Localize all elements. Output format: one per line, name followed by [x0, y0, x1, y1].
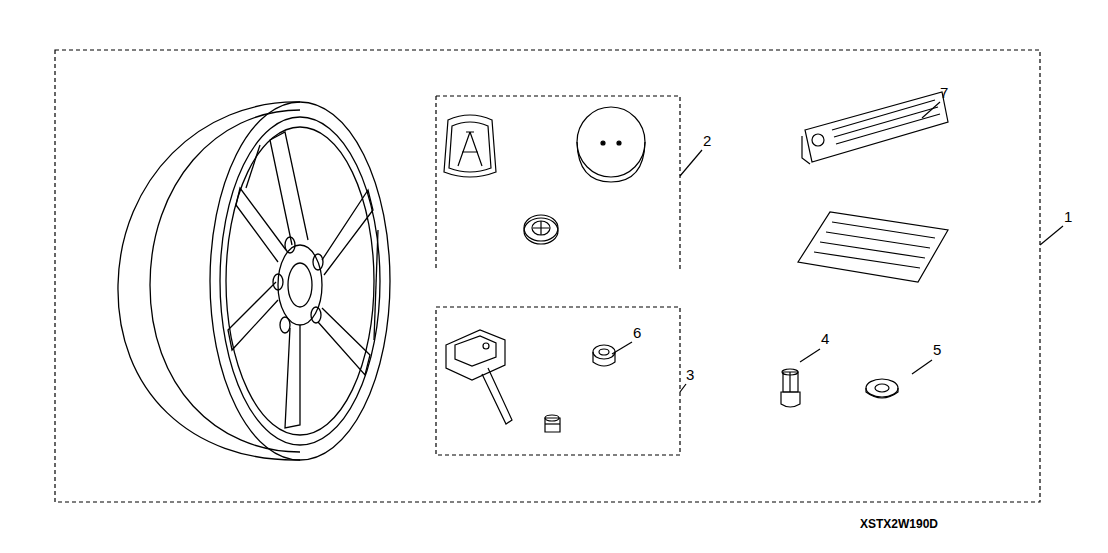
- callout-number: 5: [933, 342, 941, 357]
- callout-number: 7: [940, 85, 948, 100]
- center-cap: [577, 107, 645, 182]
- lug-nut: [781, 369, 800, 407]
- group-border: [436, 307, 680, 455]
- group-border: [436, 96, 680, 270]
- washer: [866, 379, 898, 398]
- figure-code: XSTX2W190D: [860, 518, 938, 530]
- callout-number: 6: [633, 325, 641, 340]
- leader-line: [680, 150, 702, 176]
- leader-line: [912, 360, 932, 374]
- valve-nut: [545, 415, 560, 432]
- leader-line: [800, 349, 820, 362]
- callout-number: 1: [1064, 209, 1072, 224]
- grommet: [593, 345, 615, 366]
- leader-line: [1040, 226, 1063, 245]
- emblem: [444, 115, 496, 177]
- callout-number: 3: [686, 367, 694, 382]
- tpms-sensor: [446, 330, 512, 424]
- wheel: [118, 102, 390, 460]
- kit-border: [55, 50, 1040, 502]
- leader-line: [922, 102, 940, 118]
- instruction-documents: [798, 92, 948, 282]
- leader-line: [680, 384, 686, 392]
- callout-number: 4: [821, 331, 829, 346]
- grommet: [524, 215, 558, 244]
- callout-number: 2: [703, 133, 711, 148]
